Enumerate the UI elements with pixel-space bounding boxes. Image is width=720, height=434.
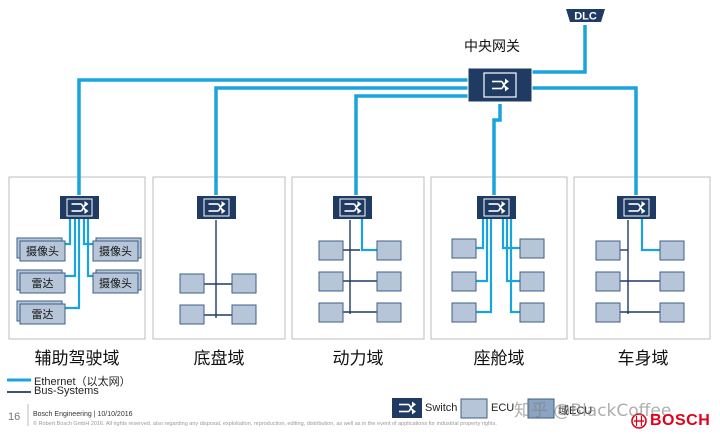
ethernet-backbone <box>77 25 638 195</box>
svg-text:雷达: 雷达 <box>32 277 54 290</box>
powertrain-ethernet-link <box>360 219 377 252</box>
powertrain-switch <box>333 196 372 219</box>
powertrain-ecus <box>318 240 402 323</box>
legend-switch-label: Switch <box>425 402 458 414</box>
cockpit-switch <box>477 196 516 219</box>
bosch-brand-text: BOSCH <box>650 412 711 429</box>
bosch-logo-icon <box>631 413 647 429</box>
legend-domain-ecu-icon <box>527 398 555 419</box>
legend-domain-ecu-label: 域ECU <box>558 405 593 417</box>
legend-switch-icon <box>392 398 422 418</box>
chassis-bus-lines <box>202 220 232 318</box>
legend-bus-label: Bus-Systems <box>34 385 99 397</box>
domain-label-adas: 辅助驾驶域 <box>34 349 120 369</box>
domain-label-powertrain: 动力域 <box>332 349 384 369</box>
chassis-ecus <box>179 273 257 325</box>
legend-ecu-icon <box>460 398 488 419</box>
footer-org-date: Bosch Engineering | 10/10/2016 <box>33 411 133 418</box>
svg-text:摄像头: 摄像头 <box>99 276 132 290</box>
cockpit-ecus <box>451 238 545 323</box>
body-switch <box>617 196 656 219</box>
body-ethernet-links <box>640 219 660 252</box>
svg-text:摄像头: 摄像头 <box>26 244 59 258</box>
adas-ecu-camera-1: 摄像头 <box>16 237 66 262</box>
domain-label-cockpit: 座舱域 <box>473 349 525 369</box>
chassis-switch <box>197 196 236 219</box>
adas-ecu-radar-2: 雷达 <box>16 300 66 325</box>
dlc-label: DLC <box>574 11 597 23</box>
adas-ecu-camera-3: 摄像头 <box>92 269 142 294</box>
adas-ecu-camera-2: 摄像头 <box>92 237 142 262</box>
adas-switch <box>60 196 99 219</box>
central-gateway-label: 中央网关 <box>464 39 520 55</box>
body-ecus <box>595 240 685 323</box>
powertrain-bus-lines <box>343 220 377 314</box>
adas-ecu-radar-1: 雷达 <box>16 269 66 294</box>
cockpit-ethernet-links <box>476 219 520 314</box>
page-number: 16 <box>8 411 21 423</box>
footer-copyright: © Robert Bosch GmbH 2016. All rights res… <box>33 421 497 427</box>
dlc-connector <box>566 9 605 22</box>
body-bus-lines <box>620 220 660 314</box>
svg-text:雷达: 雷达 <box>32 308 54 321</box>
watermark: 知乎 @BlackCoffee <box>514 401 672 421</box>
domain-label-chassis: 底盘域 <box>193 349 245 369</box>
legend-ethernet-label: Ethernet（以太网） <box>34 376 131 388</box>
legend-ecu-label: ECU <box>491 402 515 414</box>
domain-label-body: 车身域 <box>617 349 669 369</box>
svg-text:摄像头: 摄像头 <box>99 244 132 258</box>
